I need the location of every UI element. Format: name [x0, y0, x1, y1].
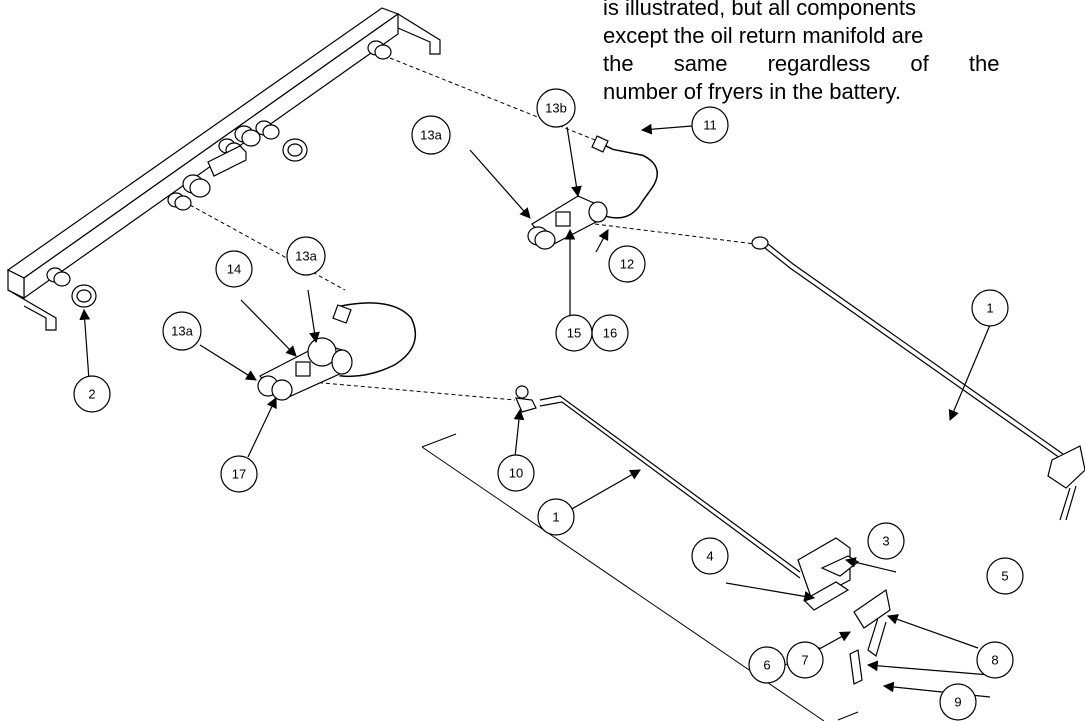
- callout-14: 14: [215, 250, 253, 288]
- callout-1-lower-label: 1: [552, 510, 559, 525]
- callout-2: 2: [73, 375, 111, 413]
- note-line-2: except the oil return manifold are: [603, 23, 924, 48]
- callout-17-label: 17: [232, 467, 246, 482]
- callout-9: 9: [939, 683, 977, 721]
- callout-16-label: 16: [603, 326, 617, 341]
- lower-valve-assembly: [257, 302, 416, 401]
- oil-return-manifold: [6, 7, 441, 331]
- upper-valve-assembly: [527, 135, 658, 250]
- callout-15: 15: [555, 314, 593, 352]
- callout-6: 6: [748, 646, 786, 684]
- callout-1-right-label: 1: [986, 301, 993, 316]
- callout-17: 17: [220, 455, 258, 493]
- note-line-3: the same regardless of the: [603, 51, 1000, 76]
- assembly-lines: [189, 57, 756, 401]
- callout-12-label: 12: [620, 257, 634, 272]
- callout-4-label: 4: [706, 549, 713, 564]
- callout-13b-label: 13b: [545, 101, 567, 116]
- right-actuator-rod: [751, 236, 1085, 521]
- callout-13a-left-label: 13a: [171, 324, 193, 339]
- callout-2-label: 2: [88, 387, 95, 402]
- frame-outline: [421, 433, 859, 721]
- callout-12: 12: [608, 245, 646, 283]
- callout-1-right: 1: [971, 289, 1009, 327]
- callout-13a-top: 13a: [411, 115, 451, 155]
- leader-arrows: [79, 123, 991, 698]
- callout-13a-top-label: 13a: [420, 128, 442, 143]
- callout-13a-mid: 13a: [286, 236, 326, 276]
- callout-8: 8: [976, 641, 1014, 679]
- callout-14-label: 14: [227, 262, 241, 277]
- callout-7-label: 7: [801, 653, 808, 668]
- lower-actuator-rod: [515, 385, 801, 579]
- callout-15-label: 15: [567, 326, 581, 341]
- callout-16: 16: [591, 314, 629, 352]
- callout-11-label: 11: [703, 118, 717, 133]
- note-line-1: is illustrated, but all components: [603, 0, 917, 20]
- callout-13b: 13b: [536, 88, 576, 128]
- callout-10-label: 10: [509, 466, 523, 481]
- callout-4: 4: [691, 537, 729, 575]
- callout-9-label: 9: [954, 695, 961, 710]
- callout-13a-mid-label: 13a: [295, 249, 317, 264]
- callout-6-label: 6: [763, 658, 770, 673]
- callout-7: 7: [786, 641, 824, 679]
- callout-10: 10: [497, 454, 535, 492]
- callout-1-lower: 1: [537, 498, 575, 536]
- callout-13a-left: 13a: [162, 311, 202, 351]
- callout-11: 11: [691, 106, 729, 144]
- note-line-4: number of fryers in the battery.: [603, 79, 901, 104]
- callout-5-label: 5: [1001, 569, 1008, 584]
- callout-3: 3: [867, 522, 905, 560]
- callout-8-label: 8: [991, 653, 998, 668]
- instruction-note: is illustrated, but all components excep…: [603, 0, 1085, 106]
- callout-3-label: 3: [882, 534, 889, 549]
- handle-bracket-assembly: [797, 537, 891, 685]
- callout-5: 5: [986, 557, 1024, 595]
